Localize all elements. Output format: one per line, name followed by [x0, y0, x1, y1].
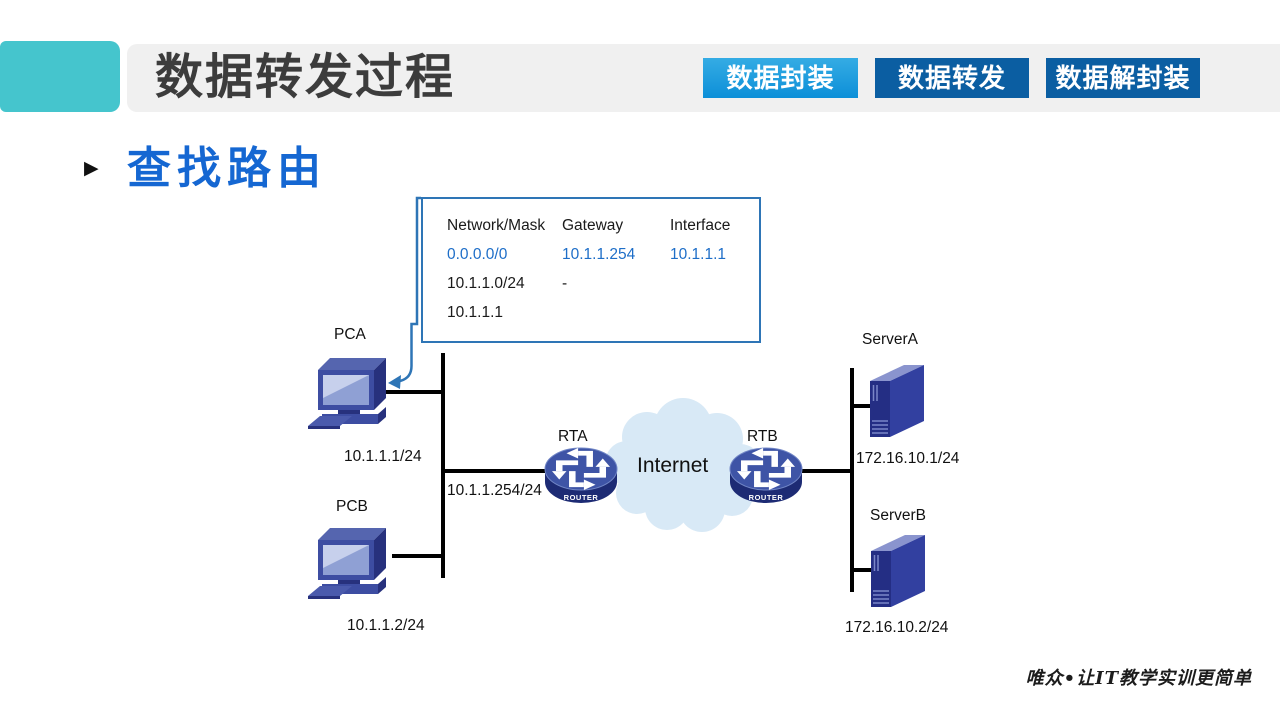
route-cell: 10.1.1.254 [562, 246, 636, 263]
tab-data-forwarding[interactable]: 数据转发 [875, 58, 1029, 98]
pca-label: PCA [334, 326, 366, 343]
servera-icon [869, 364, 925, 438]
pcb-ip-label: 10.1.1.2/24 [347, 617, 425, 634]
serverb-icon [870, 534, 926, 608]
route-col-header: Network/Mask [447, 217, 546, 234]
route-cell: - [562, 275, 568, 292]
rta-label: RTA [558, 428, 588, 445]
route-cell: 10.1.1.0/24 [447, 275, 525, 292]
triangle-bullet-icon: ▶ [84, 158, 99, 179]
pca-ip-label: 10.1.1.1/24 [344, 448, 422, 465]
serverb-label: ServerB [870, 507, 926, 524]
section-heading: 查找路由 [127, 144, 327, 193]
pca-computer-icon [308, 358, 386, 429]
tab-data-encapsulation[interactable]: 数据封装 [703, 58, 858, 98]
internet-cloud-icon [605, 398, 762, 532]
route-col-header: Interface [670, 217, 731, 234]
servera-label: ServerA [862, 331, 918, 348]
serverb-ip-label: 172.16.10.2/24 [845, 619, 949, 636]
callout-arrow [388, 196, 421, 389]
tab-bar: 数据封装 数据转发 数据解封装 [703, 58, 1200, 98]
pcb-label: PCB [336, 498, 368, 515]
servera-ip-label: 172.16.10.1/24 [856, 450, 960, 467]
rta-device-text: ROUTER [564, 493, 599, 502]
internet-label: Internet [637, 454, 709, 477]
route-col-header: Gateway [562, 217, 624, 234]
pcb-computer-icon [308, 528, 386, 599]
accent-block [0, 41, 120, 112]
routing-table: Network/Mask Gateway Interface 0.0.0.0/0… [421, 197, 761, 343]
rtb-label: RTB [747, 428, 778, 445]
footer-slogan: 唯众•让IT教学实训更简单 [1025, 668, 1252, 689]
rta-router-icon: ROUTER [544, 448, 618, 504]
page-title: 数据转发过程 [155, 51, 456, 104]
route-cell: 10.1.1.1 [670, 246, 727, 263]
tab-data-decapsulation[interactable]: 数据解封装 [1046, 58, 1200, 98]
rtb-router-icon: ROUTER [729, 448, 803, 504]
rta-interface-ip-label: 10.1.1.254/24 [447, 482, 542, 499]
route-cell: 0.0.0.0/0 [447, 246, 508, 263]
route-cell: 10.1.1.1 [447, 304, 504, 321]
rtb-device-text: ROUTER [749, 493, 784, 502]
